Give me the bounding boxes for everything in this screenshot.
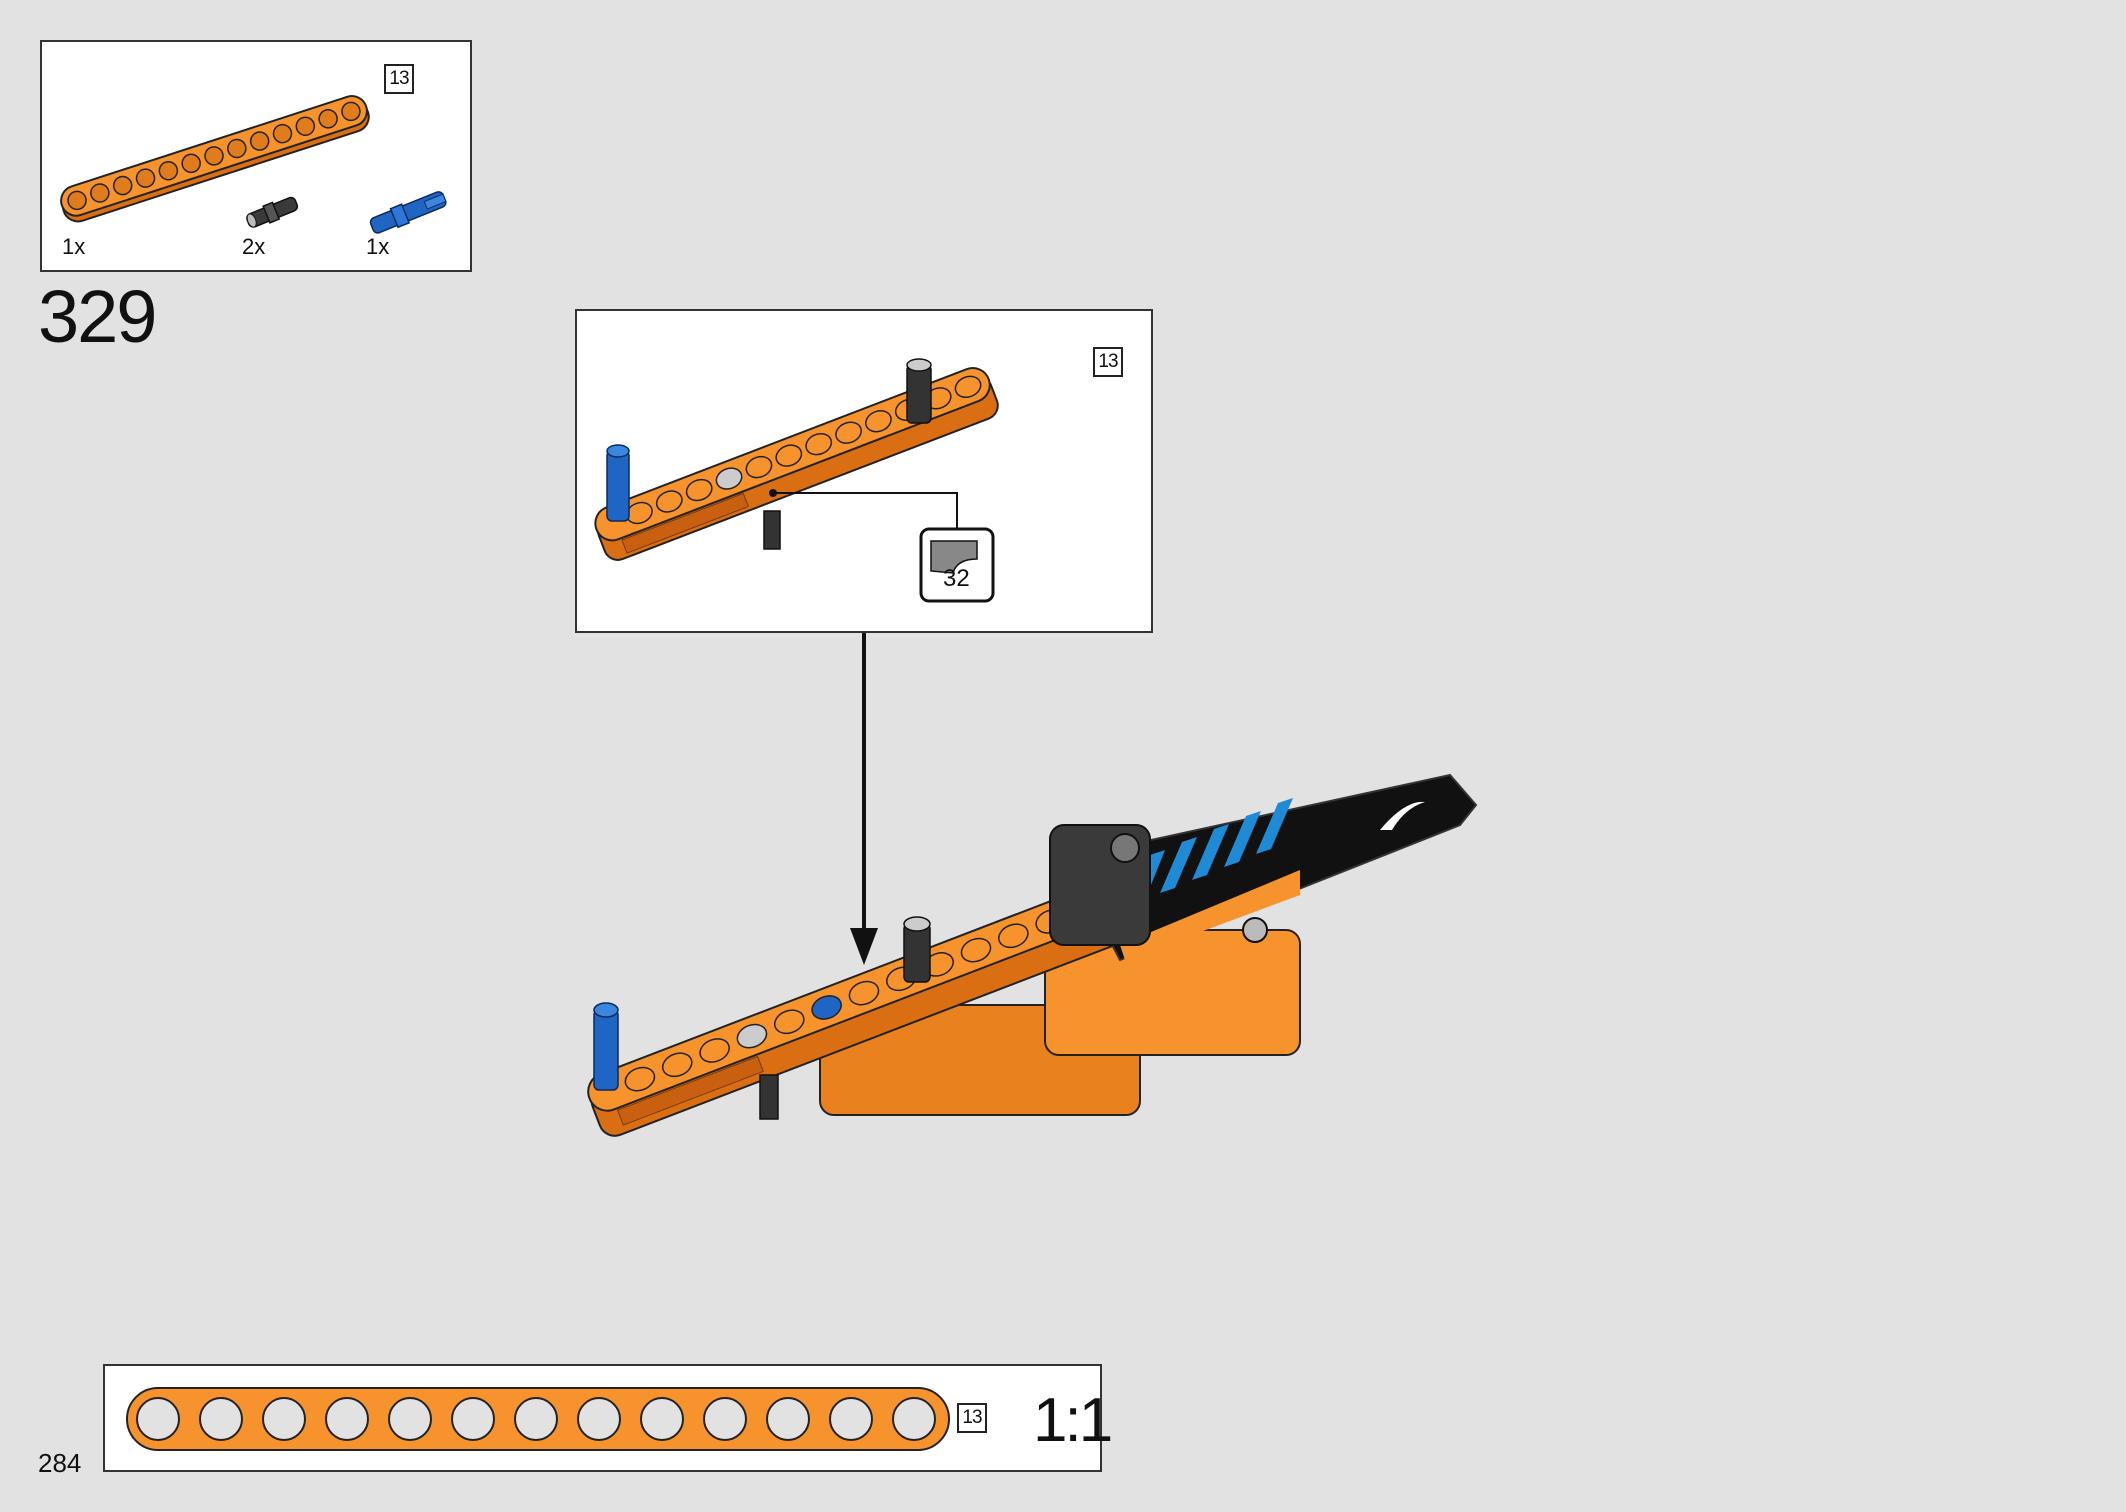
black-pin-part [246, 196, 299, 228]
page-number: 284 [38, 1448, 82, 1478]
ruler-beam [126, 1387, 950, 1451]
scale-label: 1:1 [1033, 1386, 1113, 1455]
wing-fin [1049, 773, 1478, 962]
sticker-leader-line [773, 492, 958, 529]
callout-blue-pin [606, 444, 630, 522]
parts-beam-length-tag: 13 [384, 64, 414, 94]
step-number: 329 [38, 275, 157, 358]
callout-illustration [594, 358, 999, 603]
callout-beam-length-tag: 13 [1093, 347, 1123, 377]
callout-black-pin [906, 358, 932, 424]
callout-under-pin [763, 510, 781, 550]
black-pin-quantity: 2x [242, 234, 266, 259]
main-blue-pin [593, 1002, 619, 1091]
callout-panel: 13 32 [575, 309, 1153, 633]
lower-orange-block [819, 929, 1301, 1116]
insert-arrow-head [850, 928, 878, 965]
orange-beam-13-part [60, 95, 370, 223]
main-under-pin [759, 1074, 779, 1120]
parts-list-panel: 13 1x 2x 1x [40, 40, 472, 272]
beam-quantity: 1x [62, 234, 86, 259]
parts-list-illustration [60, 95, 447, 234]
sticker-number: 32 [943, 565, 970, 592]
ruler-holes [136, 1397, 936, 1441]
ruler-panel: 13 1:1 [103, 1364, 1113, 1472]
swoosh-logo-icon [1380, 801, 1425, 830]
blue-axle-pin-part [369, 191, 447, 234]
main-black-pin [903, 916, 931, 983]
sticker-icon [930, 540, 978, 574]
blue-pin-quantity: 1x [366, 234, 390, 259]
callout-beam [594, 367, 999, 561]
ruler-length-tag: 13 [957, 1403, 987, 1433]
